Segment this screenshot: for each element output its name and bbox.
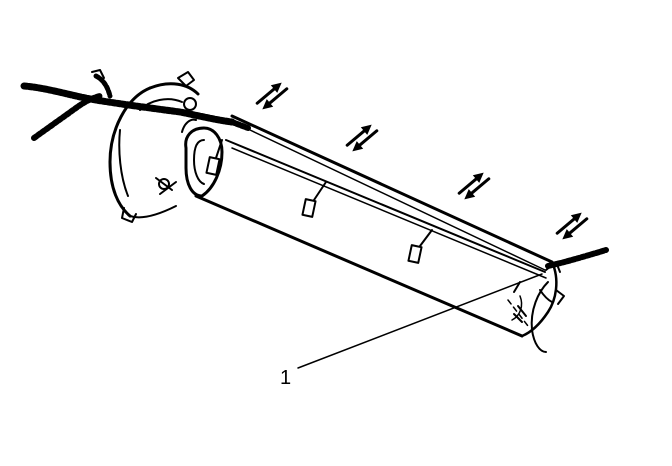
double-arrow-icon	[345, 124, 379, 152]
harness-clip	[205, 139, 223, 176]
column-jacket-tube	[194, 114, 565, 353]
mounting-flange	[108, 71, 224, 223]
callout-1: 1	[280, 273, 543, 389]
harness-clip	[407, 229, 433, 264]
double-arrow-icon	[555, 212, 589, 240]
double-arrow-icon	[457, 172, 491, 200]
callout-leader-line	[297, 273, 543, 369]
double-arrow-icon	[255, 82, 289, 110]
wiring-harness	[20, 69, 609, 273]
callout-label: 1	[280, 367, 291, 389]
harness-clip	[513, 281, 521, 293]
direction-arrows	[255, 82, 589, 240]
harness-clips	[205, 139, 521, 293]
harness-clip	[301, 181, 327, 218]
